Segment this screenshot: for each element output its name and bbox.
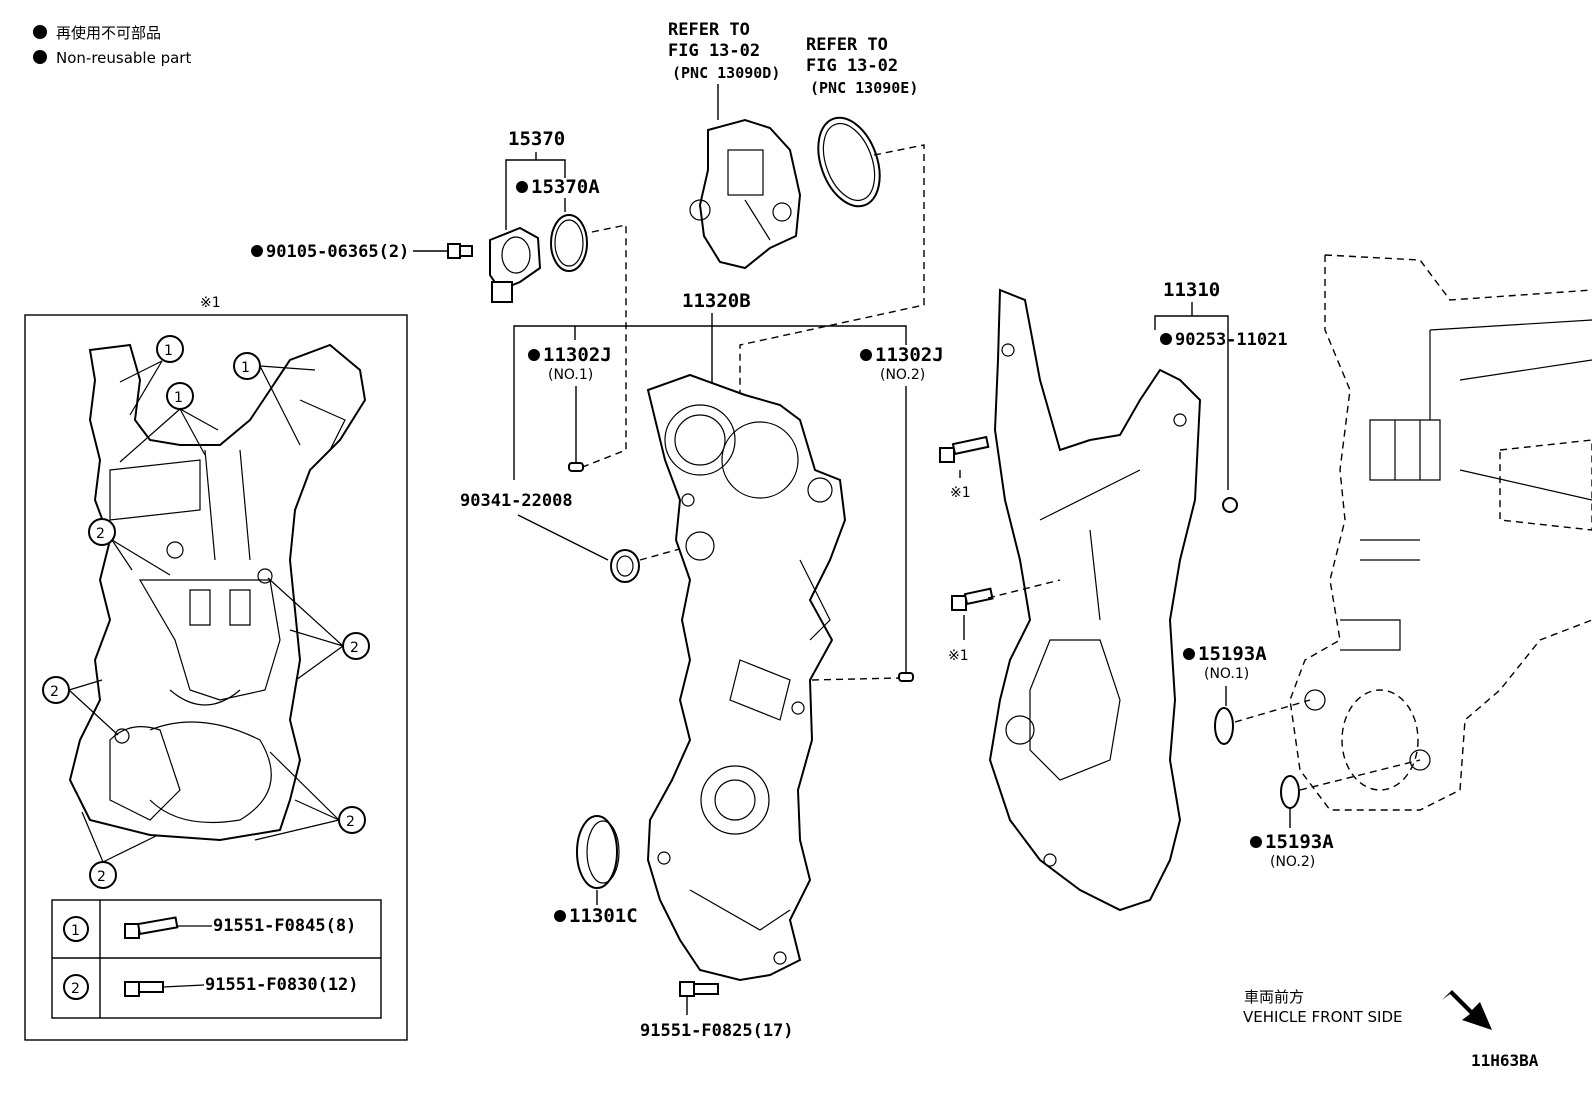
- svg-text:2: 2: [96, 526, 105, 542]
- refer-13090e: REFER TO FIG 13-02 (PNC 13090E): [806, 35, 918, 97]
- bolt-table: 1 91551-F0845(8) 2 91551-F0830(12): [51, 899, 382, 1019]
- legend-en: Non-reusable part: [56, 49, 191, 67]
- svg-text:FIG 13-02: FIG 13-02: [668, 41, 760, 61]
- svg-text:91551-F0845(8): 91551-F0845(8): [213, 916, 356, 936]
- legend: 再使用不可部品 Non-reusable part: [33, 24, 191, 67]
- svg-text:11320B: 11320B: [682, 290, 751, 312]
- figure-code: 11H63BA: [1471, 1051, 1539, 1070]
- svg-text:REFER TO: REFER TO: [668, 20, 750, 40]
- oring-part: [739, 116, 925, 470]
- svg-text:11302J: 11302J: [543, 344, 612, 366]
- svg-text:2: 2: [346, 814, 355, 830]
- svg-text:15193A: 15193A: [1265, 831, 1334, 853]
- svg-text:車両前方: 車両前方: [1244, 988, 1304, 1006]
- nonreusable-dot-icon: [1183, 648, 1195, 660]
- svg-text:1: 1: [71, 923, 80, 939]
- svg-text:1: 1: [241, 360, 250, 376]
- nonreusable-dot-icon: [1250, 836, 1262, 848]
- svg-text:15193A: 15193A: [1198, 643, 1267, 665]
- refer-13090d: REFER TO FIG 13-02 (PNC 13090D): [668, 20, 780, 120]
- nonreusable-dot-icon: [33, 50, 47, 64]
- svg-text:(PNC 13090E): (PNC 13090E): [810, 79, 918, 97]
- svg-text:2: 2: [97, 869, 106, 885]
- nonreusable-dot-icon: [33, 25, 47, 39]
- callout-2: 2 2 2 2 2: [42, 518, 370, 889]
- nonreusable-dot-icon: [554, 910, 566, 922]
- svg-text:11310: 11310: [1163, 279, 1220, 301]
- svg-text:11302J: 11302J: [875, 344, 944, 366]
- svg-text:(NO.1): (NO.1): [548, 367, 593, 383]
- nonreusable-dot-icon: [860, 349, 872, 361]
- nonreusable-dot-icon: [251, 245, 263, 257]
- part-15370-group: 15370 15370A 90105-06365(2): [251, 128, 627, 469]
- svg-text:91551-F0825(17): 91551-F0825(17): [640, 1021, 794, 1041]
- part-11310-group: 11310 90253-11021 ※1 ※1 15193A (NO.1): [939, 279, 1421, 912]
- note-mark-1: ※1: [950, 485, 971, 501]
- svg-text:90341-22008: 90341-22008: [460, 491, 573, 511]
- svg-text:(NO.1): (NO.1): [1204, 666, 1249, 682]
- svg-text:90105-06365(2): 90105-06365(2): [266, 242, 409, 262]
- svg-text:11301C: 11301C: [569, 905, 638, 927]
- svg-text:FIG 13-02: FIG 13-02: [806, 56, 898, 76]
- svg-text:91551-F0830(12): 91551-F0830(12): [205, 975, 359, 995]
- svg-text:15370A: 15370A: [531, 176, 600, 198]
- inset-detail: ※1 1 1 1: [24, 295, 408, 1041]
- svg-text:1: 1: [164, 343, 173, 359]
- note-mark-2: ※1: [948, 648, 969, 664]
- nonreusable-dot-icon: [516, 181, 528, 193]
- svg-text:1: 1: [174, 390, 183, 406]
- svg-text:2: 2: [50, 684, 59, 700]
- callout-1: 1 1 1: [119, 335, 316, 463]
- nonreusable-dot-icon: [1160, 333, 1172, 345]
- vehicle-front-indicator: 車両前方 VEHICLE FRONT SIDE: [1243, 988, 1492, 1030]
- front-arrow-icon: [1442, 990, 1492, 1030]
- tensioner-cover-part: [689, 118, 802, 270]
- svg-text:(PNC 13090D): (PNC 13090D): [672, 64, 780, 82]
- engine-block-reference: [1289, 254, 1592, 811]
- legend-jp: 再使用不可部品: [56, 24, 161, 42]
- part-11320b-group: 11320B 11302J (NO.1) 11302J (NO.2) 90341…: [460, 290, 944, 1041]
- svg-text:(NO.2): (NO.2): [880, 367, 925, 383]
- svg-text:2: 2: [71, 981, 80, 997]
- svg-text:15370: 15370: [508, 128, 565, 150]
- inset-title: ※1: [200, 295, 221, 311]
- nonreusable-dot-icon: [528, 349, 540, 361]
- svg-text:VEHICLE FRONT SIDE: VEHICLE FRONT SIDE: [1243, 1008, 1403, 1026]
- svg-text:(NO.2): (NO.2): [1270, 854, 1315, 870]
- svg-text:2: 2: [350, 640, 359, 656]
- svg-text:REFER TO: REFER TO: [806, 35, 888, 55]
- svg-text:90253-11021: 90253-11021: [1175, 330, 1288, 350]
